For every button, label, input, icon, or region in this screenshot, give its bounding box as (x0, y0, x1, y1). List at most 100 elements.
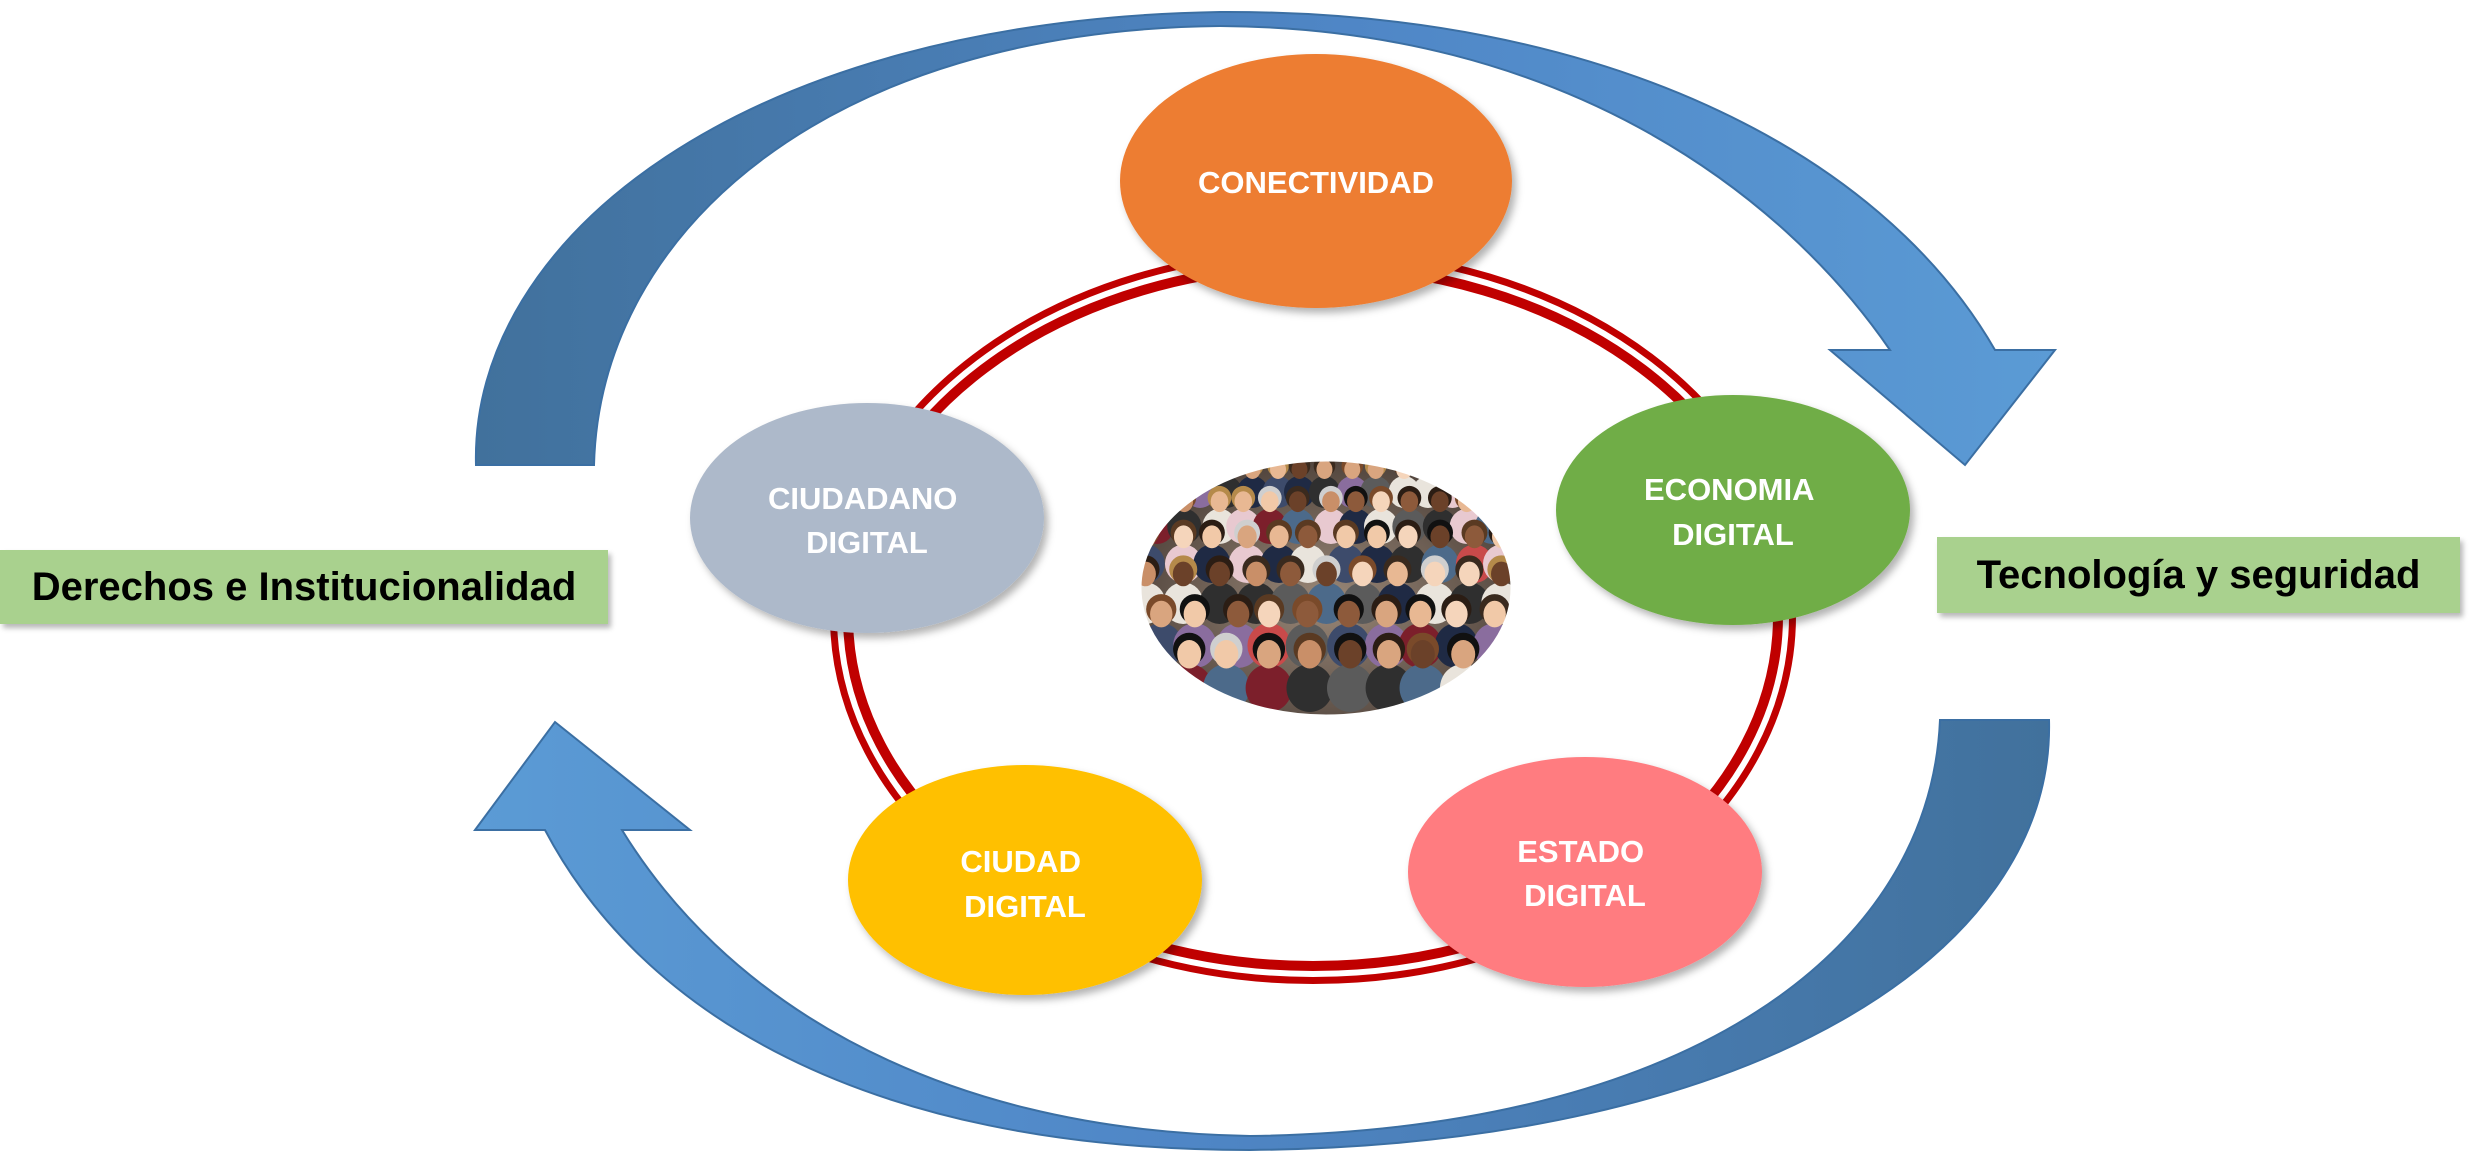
crowd-person-face (1483, 491, 1501, 513)
crowd-person-face (1410, 640, 1435, 669)
crowd-person-face (1445, 600, 1468, 628)
crowd-person-body (1365, 664, 1413, 712)
cycle-arrow-bottom (473, 719, 2051, 1152)
crowd-person-face (1297, 640, 1322, 669)
node-estado-digital: ESTADO DIGITAL (1408, 757, 1762, 987)
crowd-person-face (1458, 561, 1480, 587)
crowd-person-face (1173, 525, 1194, 549)
node-ciudad-digital: CIUDAD DIGITAL (848, 765, 1202, 995)
crowd-person-body (1165, 664, 1213, 712)
crowd-person-face (1226, 600, 1250, 628)
crowd-person-face (1210, 491, 1229, 513)
crowd-person-face (1367, 525, 1387, 549)
crowd-person-hair (1145, 485, 1169, 510)
node-ciudad-label-line1: CIUDAD (960, 844, 1081, 879)
crowd-person-face (1209, 561, 1231, 587)
node-estado-ellipse (1408, 757, 1762, 987)
svg-text:ECONOMIA DIGITAL: ECONOMIA DIGITAL (1644, 472, 1822, 552)
node-economia-label-line2: DIGITAL (1672, 517, 1794, 552)
crowd-person-face (1183, 600, 1207, 628)
crowd-person-face (1398, 525, 1418, 549)
svg-text:CIUDAD DIGITAL: CIUDAD DIGITAL (960, 844, 1089, 924)
crowd-person-face (1344, 460, 1361, 479)
crowd-person-face (1472, 460, 1489, 479)
crowd-person-face (1430, 525, 1450, 549)
crowd-person-hair (1215, 460, 1238, 477)
crowd-person-face (1338, 640, 1363, 669)
crowd-person-face (1424, 561, 1446, 587)
crowd-person-face (1464, 525, 1485, 549)
crowd-person-face (1387, 561, 1408, 587)
crowd-person-face (1140, 525, 1156, 549)
crowd-person-face (1269, 525, 1289, 549)
crowd-person-face (1245, 561, 1267, 587)
left-label-box: Derechos e Institucionalidad (0, 550, 608, 624)
crowd-person-face (1451, 640, 1476, 669)
crowd-person-face (1431, 491, 1449, 513)
crowd-person-face (1256, 640, 1281, 669)
crowd-person-face (1337, 600, 1360, 628)
crowd-person-body (1245, 664, 1293, 712)
node-economia-digital: ECONOMIA DIGITAL (1556, 395, 1910, 625)
crowd-person-body (1465, 476, 1497, 508)
crowd-person-face (1409, 600, 1432, 628)
crowd-person-face (1352, 561, 1373, 587)
crowd-person-body (1439, 664, 1487, 712)
crowd-person-body (1286, 664, 1333, 712)
crowd-person-hair (1470, 460, 1492, 477)
crowd-person-face (1191, 460, 1208, 479)
crowd-person-face (1296, 600, 1319, 628)
node-economia-ellipse (1556, 395, 1910, 625)
crowd-person-face (1336, 525, 1356, 549)
crowd-person-face (1148, 491, 1166, 513)
crowd-person-hair (1140, 519, 1160, 546)
crowd-person-face (1291, 460, 1308, 479)
node-conectividad: CONECTIVIDAD (1120, 54, 1512, 308)
crowd-person-face (1444, 460, 1461, 479)
crowd-person-face (1372, 491, 1390, 513)
left-label-text: Derechos e Institucionalidad (31, 564, 577, 609)
crowd-person-face (1483, 600, 1506, 628)
crowd-person-face (1491, 561, 1512, 587)
node-estado-label-line2: DIGITAL (1524, 878, 1646, 913)
crowd-person-hair (1189, 460, 1211, 477)
crowd-person-face (1172, 561, 1194, 587)
node-ciudadano-digital: CIUDADANO DIGITAL (690, 403, 1044, 633)
crowd-person-face (1316, 561, 1337, 587)
crowd-person-hair (1480, 485, 1504, 510)
crowd-person-face (1237, 525, 1257, 549)
svg-text:CONECTIVIDAD: CONECTIVIDAD (1198, 165, 1434, 200)
crowd-person-face (1257, 600, 1281, 628)
node-estado-label-line1: ESTADO (1517, 834, 1644, 869)
crowd-person-face (1177, 640, 1202, 669)
svg-text:CIUDADANO DIGITAL: CIUDADANO DIGITAL (768, 481, 966, 560)
crowd-person-face (1280, 561, 1301, 587)
node-ciudadano-ellipse (690, 403, 1044, 633)
node-ciudadano-label-line2: DIGITAL (806, 525, 928, 560)
crowd-person-face (1347, 491, 1365, 513)
cycle-arrow-top (474, 10, 2058, 467)
crowd-person-face (1419, 460, 1436, 479)
crowd-person-hair (1441, 460, 1464, 477)
svg-text:ESTADO DIGITAL: ESTADO DIGITAL (1517, 834, 1653, 913)
crowd-person-face (1202, 525, 1222, 549)
right-label-text: Tecnología y seguridad (1976, 552, 2421, 597)
node-conectividad-label: CONECTIVIDAD (1198, 165, 1434, 200)
crowd-person-face (1166, 460, 1183, 479)
node-ciudad-label-line2: DIGITAL (964, 889, 1086, 924)
crowd-person-body (1326, 664, 1374, 712)
crowd-person-hair (1164, 460, 1186, 477)
crowd-person-face (1375, 600, 1398, 628)
crowd-person-face (1322, 491, 1340, 513)
crowd-person-face (1140, 561, 1156, 587)
node-ciudadano-label-line1: CIUDADANO (768, 481, 957, 516)
crowd-person-face (1400, 491, 1419, 513)
node-economia-label-line1: ECONOMIA (1644, 472, 1814, 507)
crowd-person-face (1316, 460, 1333, 479)
crowd-person-face (1260, 491, 1279, 513)
crowd-person-face (1288, 491, 1307, 513)
node-ciudad-ellipse (848, 765, 1202, 995)
crowd-person-face (1214, 640, 1239, 669)
crowd-person-hair (1417, 460, 1439, 477)
